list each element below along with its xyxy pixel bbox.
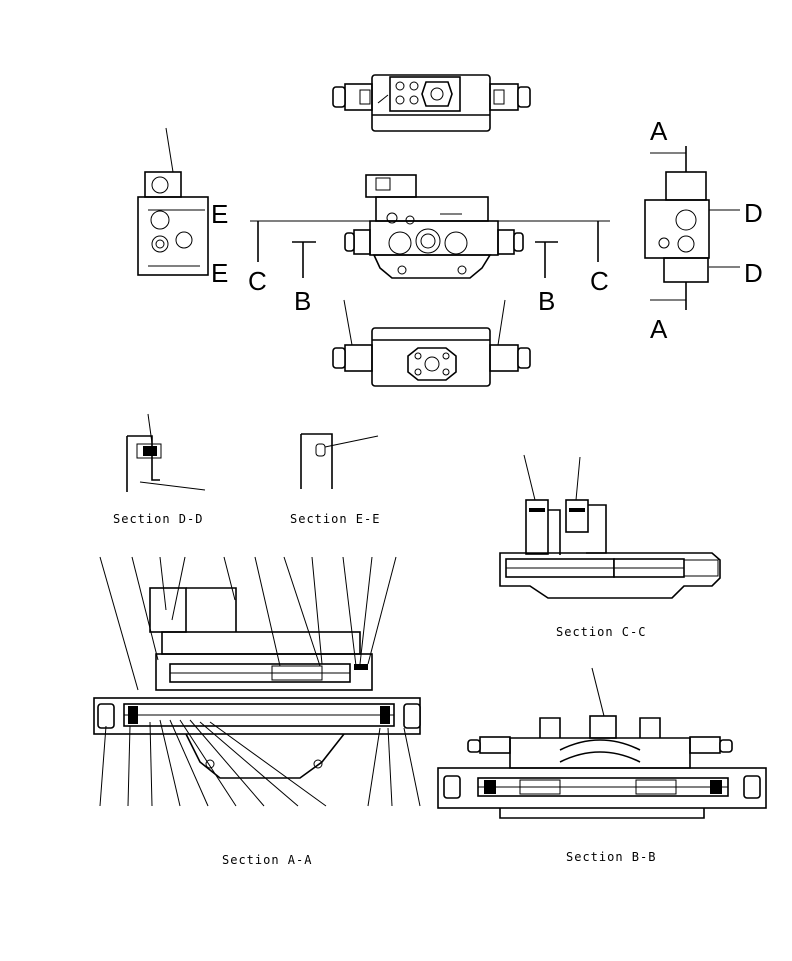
section-dd-view: Section D-D	[113, 413, 206, 526]
section-bb-label: Section B-B	[566, 850, 656, 864]
front-view	[344, 174, 524, 279]
marker-a-bottom: A	[650, 314, 668, 344]
section-cc-view: Section C-C	[499, 454, 721, 639]
top-view	[332, 74, 531, 132]
section-aa-view: Section A-A	[93, 556, 421, 867]
marker-c-right: C	[590, 266, 609, 296]
marker-b-right: B	[538, 286, 555, 316]
section-aa-label: Section A-A	[222, 853, 312, 867]
marker-e-bottom: E	[211, 258, 228, 288]
right-side-view: A A D D	[644, 116, 763, 344]
marker-e-top: E	[211, 199, 228, 229]
section-bb-view: Section B-B	[437, 667, 767, 864]
left-side-view: E E	[137, 127, 228, 288]
section-ee-label: Section E-E	[290, 512, 380, 526]
section-cc-label: Section C-C	[556, 625, 646, 639]
cut-lines: C C B B	[248, 220, 610, 316]
bottom-view	[332, 299, 531, 387]
marker-d-top: D	[744, 198, 763, 228]
marker-d-bottom: D	[744, 258, 763, 288]
section-dd-label: Section D-D	[113, 512, 203, 526]
marker-a-top: A	[650, 116, 668, 146]
marker-b-left: B	[294, 286, 311, 316]
section-ee-view: Section E-E	[290, 433, 380, 526]
marker-c-left: C	[248, 266, 267, 296]
